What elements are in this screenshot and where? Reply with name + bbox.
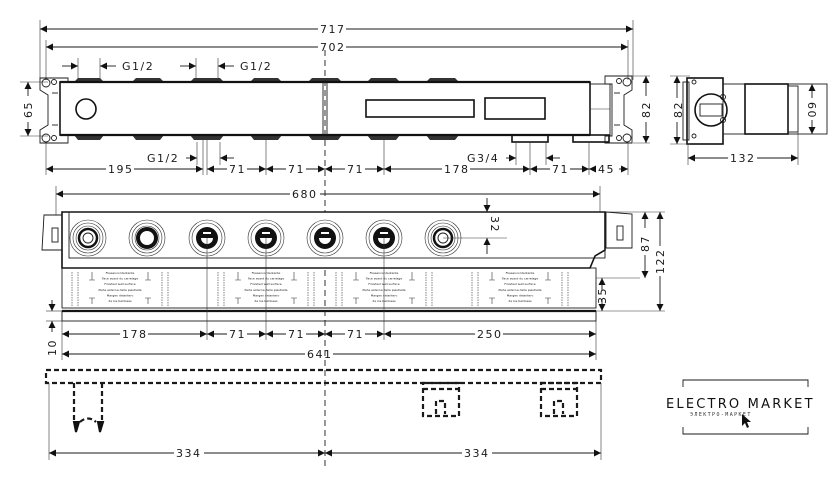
front-view: 680 [41, 186, 667, 361]
bottom-connectors [74, 135, 459, 140]
svg-text:G1/2: G1/2 [147, 152, 179, 165]
thread-label-supply: G3/4 [467, 142, 560, 165]
tile-marker [545, 272, 551, 304]
dimension-10: 10 [46, 300, 62, 356]
svg-text:195: 195 [108, 163, 134, 176]
dimension-35: 35 [596, 278, 609, 311]
tile-marker [89, 272, 95, 304]
dimension-87: 87 [639, 212, 652, 278]
bracket-clip-right [539, 381, 579, 418]
svg-text:87: 87 [639, 235, 652, 252]
svg-text:680: 680 [292, 188, 318, 201]
side-cover [744, 83, 789, 135]
logo-title: ELECTRO MARKET [666, 397, 815, 412]
dimension-32: 32 [483, 198, 501, 254]
svg-text:641: 641 [307, 348, 333, 361]
cartridge-slot-2 [484, 97, 546, 120]
port-5 [306, 219, 344, 257]
wall-label-line: Fliesenvorderkante [106, 271, 135, 275]
dimension-641: 641 [62, 348, 596, 361]
svg-text:32: 32 [488, 216, 501, 233]
tile-marker [235, 272, 241, 304]
svg-text:45: 45 [598, 163, 615, 176]
wall-label-line: Margen delantero [507, 293, 534, 297]
dimension-82-top: 82 [633, 75, 653, 144]
dimension-65: 65 [20, 81, 48, 137]
port-2 [128, 219, 166, 257]
svg-text:178: 178 [444, 163, 470, 176]
svg-text:178: 178 [122, 328, 148, 341]
wall-label-line: Face avant du carrelage [502, 277, 538, 281]
wall-label-line: Finished wall surface [104, 282, 135, 286]
top-chain-dimensions: 195 71 71 71 178 71 45 [46, 163, 628, 176]
svg-text:334: 334 [464, 447, 490, 460]
valve-port-circle [75, 98, 97, 120]
dimension-122: 122 [654, 212, 667, 311]
bottom-view: 334 334 [44, 368, 603, 460]
svg-text:35: 35 [596, 287, 609, 304]
tile-marker [291, 272, 297, 304]
thread-label-top-1: G1/2 [62, 58, 154, 80]
cartridge-slot-1 [365, 99, 475, 118]
front-chain-dimensions: 178 71 71 71 250 [62, 328, 596, 341]
logo-subtitle: ЭЛЕКТРО-МАРКЕТ [690, 412, 752, 418]
svg-text:G1/2: G1/2 [240, 60, 272, 73]
dim-label: 702 [320, 41, 346, 54]
wall-label-line: de los baldosas [508, 299, 532, 303]
svg-text:71: 71 [229, 328, 246, 341]
bracket-clip-center [421, 381, 461, 418]
svg-text:334: 334 [176, 447, 202, 460]
hose-clip-left [72, 383, 105, 433]
tile-marker [409, 272, 415, 304]
side-view: 82 60 132 [670, 75, 828, 165]
cursor-arrow-icon [742, 414, 751, 428]
dimension-334-right: 334 [325, 447, 601, 460]
wall-label-line: Parte esterna della piastrella [498, 288, 541, 292]
top-view: 717 702 G1/2 G1/2 [20, 20, 653, 470]
port-1 [69, 219, 107, 257]
wall-label-line: Finished wall surface [504, 282, 535, 286]
dashed-outline [44, 368, 603, 385]
svg-text:82: 82 [640, 101, 653, 118]
thread-label-top-2: G1/2 [180, 58, 272, 80]
tile-marker [489, 272, 495, 304]
wall-label-line: Fliesenvorderkante [506, 271, 535, 275]
side-port [694, 93, 728, 127]
svg-text:G1/2: G1/2 [122, 60, 154, 73]
thread-label-bottom: G1/2 [147, 142, 234, 165]
dim-label: 60 [805, 102, 818, 119]
wall-label-line: Margen delantero [107, 293, 134, 297]
dimension-680: 680 [56, 188, 600, 201]
electro-market-logo[interactable]: ELECTRO MARKET ЭЛЕКТРО-МАРКЕТ [666, 379, 815, 435]
svg-text:71: 71 [229, 163, 246, 176]
tile-marker [353, 272, 359, 304]
dimension-334-left: 334 [49, 447, 325, 460]
dimension-717: 717 [40, 23, 633, 36]
mounting-bracket-right [604, 75, 633, 144]
tile-zone-strip [61, 267, 597, 309]
svg-text:65: 65 [22, 101, 35, 118]
wall-label-line: Face avant du carrelage [102, 277, 138, 281]
svg-text:71: 71 [552, 163, 569, 176]
svg-text:71: 71 [288, 163, 305, 176]
svg-text:10: 10 [46, 339, 59, 356]
mounting-bracket-left [39, 77, 69, 144]
svg-text:250: 250 [477, 328, 503, 341]
svg-text:G3/4: G3/4 [467, 152, 499, 165]
dim-label: 132 [730, 152, 756, 165]
dim-label: 82 [672, 101, 685, 118]
tile-marker [145, 272, 151, 304]
dim-label: 717 [320, 23, 346, 36]
wall-label-line: Parte esterna della piastrella [98, 288, 141, 292]
svg-text:71: 71 [347, 328, 364, 341]
svg-text:71: 71 [347, 163, 364, 176]
svg-text:71: 71 [288, 328, 305, 341]
dimension-702: 702 [46, 41, 628, 54]
wall-label-line: de los baldosas [108, 299, 132, 303]
svg-text:122: 122 [654, 249, 667, 275]
